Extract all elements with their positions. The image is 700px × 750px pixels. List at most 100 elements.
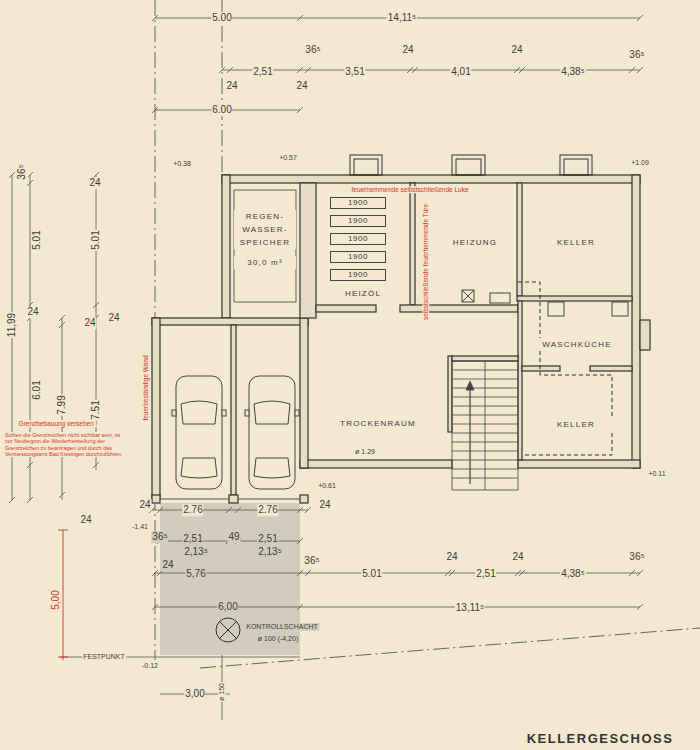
dimension-text: ø 150 (218, 682, 226, 702)
wall (152, 318, 160, 498)
red-note: feuerbeständige Wand (142, 354, 149, 421)
wall (518, 301, 522, 460)
fixture (490, 293, 510, 303)
dimension-text: 5.01 (90, 229, 102, 250)
dimension-text: 2,13⁵ (183, 546, 209, 558)
dimension-text: 2,51 (257, 533, 278, 545)
driveway-area (160, 503, 300, 655)
manhole-symbol (216, 618, 240, 642)
tank-box: 1900 (330, 233, 386, 245)
garage-door (160, 499, 300, 500)
dimension-text: 4,01 (450, 66, 471, 78)
car-symbol (172, 376, 226, 489)
dimension-text: 24 (161, 559, 174, 571)
property-line (155, 0, 700, 668)
dimension-text: 24 (295, 80, 308, 92)
wall (518, 460, 640, 468)
car-symbol (181, 458, 217, 478)
dimension-text: 6.01 (31, 379, 43, 400)
dimension-text: 11,99 (6, 312, 18, 338)
dimension-text: 2.76 (182, 504, 203, 516)
dimension-text: 2.76 (257, 504, 278, 516)
wall (400, 305, 518, 312)
wall (448, 356, 452, 432)
dimension-text: -1.41 (131, 523, 149, 531)
tank-box: 1900 (330, 269, 386, 281)
dimension-line (60, 18, 640, 720)
light-well (560, 155, 592, 175)
room-area: WASCHKÜCHE (522, 302, 632, 364)
tank-box: 1900 (330, 215, 386, 227)
dimension-text: 5.00 (211, 12, 232, 24)
room-name: KELLER (536, 236, 616, 249)
dimension-text: +1.09 (630, 159, 650, 167)
light-well (564, 159, 588, 175)
dimension-text: 24 (83, 317, 96, 329)
dimension-text: 24 (318, 499, 331, 511)
dimension-text: 14,11⁵ (387, 12, 417, 24)
red-note: selbstschließende feuerhemmende Türe (422, 203, 429, 321)
fixture (612, 302, 628, 316)
dimension-text: -0.12 (141, 662, 159, 670)
wall (316, 305, 376, 312)
room-area: REGEN- WASSER- SPEICHER 30,0 m³ (232, 188, 298, 303)
dimension-text: +0.61 (317, 482, 337, 490)
dimension-text: 24 (138, 499, 151, 511)
wall (152, 318, 308, 325)
wall (410, 183, 415, 305)
manhole-symbol (216, 618, 240, 642)
wall (640, 320, 650, 350)
dimension-text: 24 (79, 514, 92, 526)
room-area: HEIZUNG (415, 186, 515, 304)
tank-box: 1900 (330, 197, 386, 209)
room-area: KELLER (522, 372, 632, 458)
dimension-text: 24 (26, 306, 39, 318)
room-name: WASCHKÜCHE (530, 338, 624, 351)
room-name: REGEN- WASSER- SPEICHER (234, 210, 296, 249)
fixture (462, 290, 474, 302)
dimension-text: 24 (401, 44, 414, 56)
car-symbol (249, 376, 295, 489)
dimension-text: 2,51 (475, 568, 496, 580)
dimension-text: 6,00 (217, 601, 238, 613)
dimension-text: 24 (107, 312, 120, 324)
wall (522, 366, 560, 371)
red-note: Grenzbebauung versehen ! (18, 420, 99, 427)
wall (300, 495, 308, 503)
tank-capacity: 1900 (348, 234, 368, 244)
dimension-text: +0.11 (647, 470, 666, 478)
car-symbol (295, 410, 299, 416)
red-note: feuerhemmende selbstschließende Luke (350, 186, 469, 193)
wall (300, 460, 452, 468)
wall (229, 495, 238, 503)
property-line (200, 628, 700, 668)
red-note: 5,00 (50, 589, 62, 610)
dimension-text: 2,51 (182, 533, 203, 545)
dimension-text: KONTROLLSCHACHT (245, 623, 319, 631)
wall (590, 366, 632, 371)
wall (517, 183, 522, 296)
tank-capacity: 1900 (348, 198, 368, 208)
dimension-text: 5.01 (31, 229, 43, 250)
dimension-text: 5,76 (185, 568, 206, 580)
cistern-outline (234, 190, 296, 302)
car-symbol (181, 401, 217, 424)
room-area: HEIZÖL19001900190019001900 (318, 185, 408, 305)
dimension-text: 7.51 (90, 399, 102, 420)
car-symbol (245, 376, 299, 489)
dimension-text: 5.01 (361, 568, 382, 580)
dimension-line (9, 15, 643, 720)
plan-title: KELLERGESCHOSS (527, 731, 674, 746)
dimension-text: 2,13⁵ (257, 546, 283, 558)
room-area: KELLER (522, 186, 630, 294)
dimension-text: 2,51 (252, 66, 273, 78)
dimension-line (149, 507, 311, 513)
dimension-text: 49 (227, 531, 240, 543)
room-name: 30,0 m³ (234, 256, 296, 269)
dimension-text: 24 (511, 551, 524, 563)
wall (152, 175, 650, 503)
dimension-text: 36⁵ (151, 531, 168, 543)
dimension-text: 24 (510, 44, 523, 56)
